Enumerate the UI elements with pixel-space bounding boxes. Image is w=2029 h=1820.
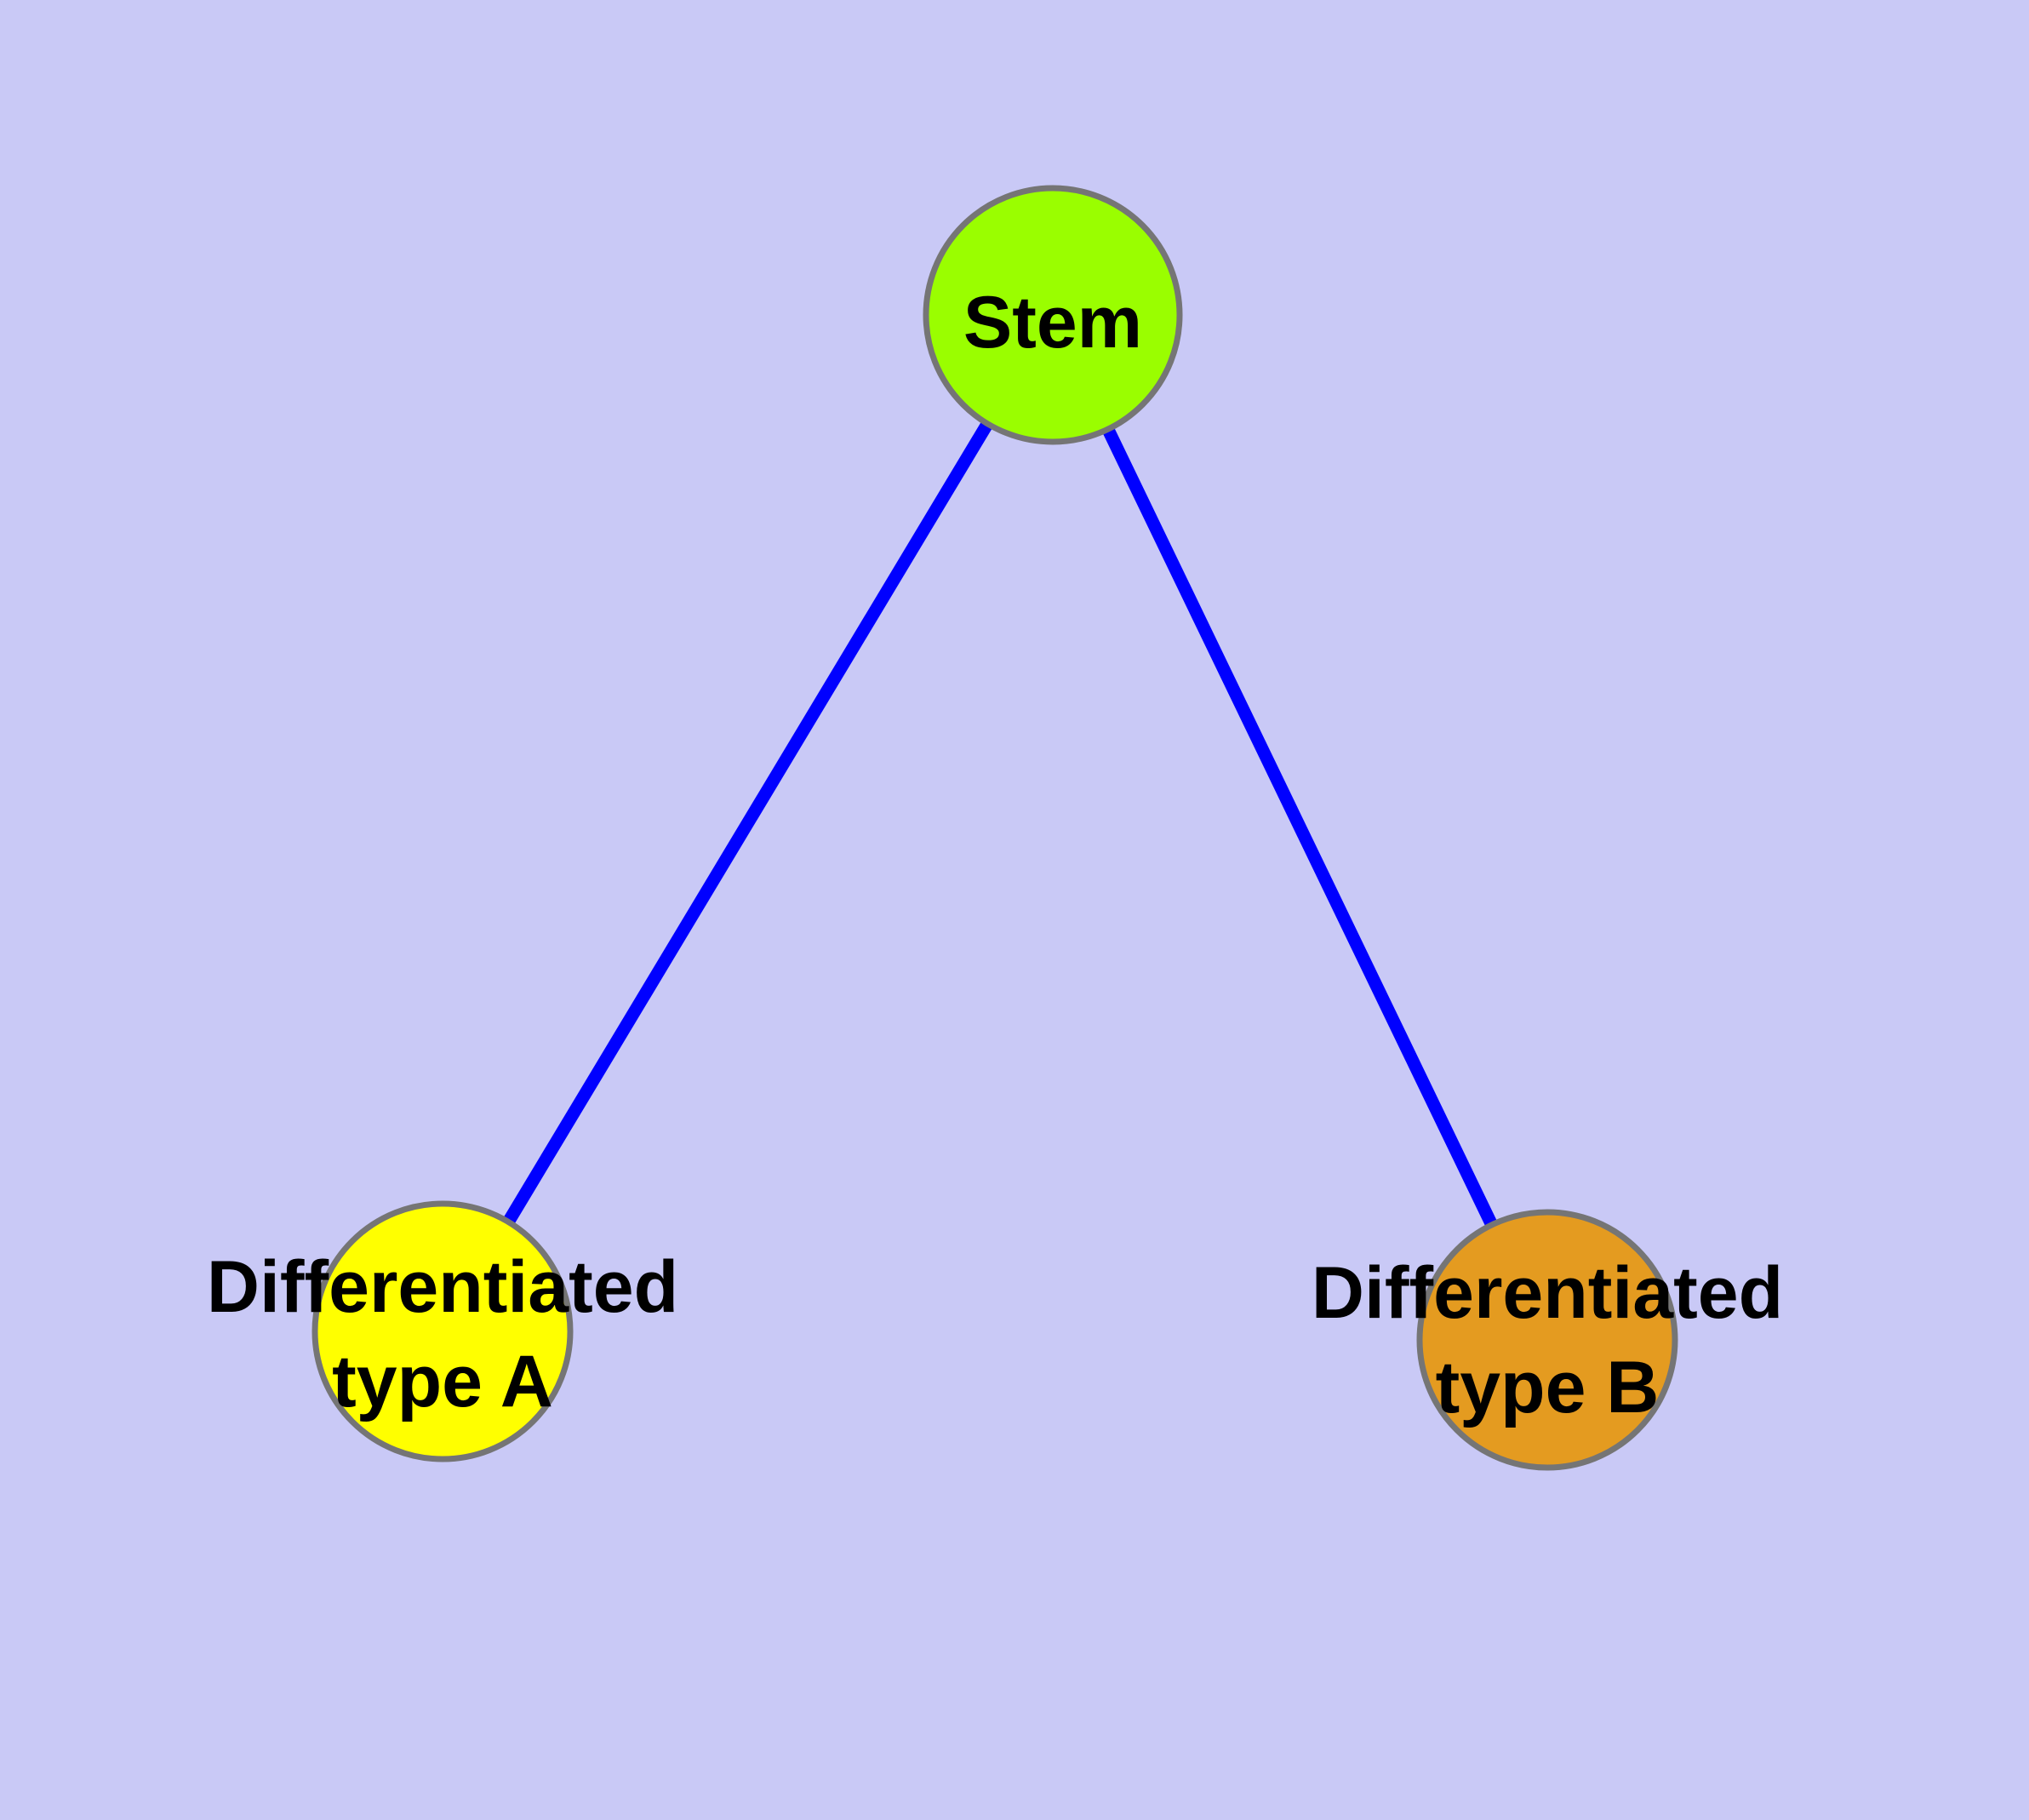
node-stem-circle[interactable]: [923, 185, 1183, 445]
node-differentiated-type-a-circle[interactable]: [311, 1200, 574, 1462]
node-differentiated-type-a: Differentiated type A: [207, 1200, 678, 1462]
edge-stem-to-type-b: [1047, 312, 1553, 1343]
edge-stem-to-type-a: [437, 312, 1059, 1335]
node-stem: Stem: [923, 185, 1183, 445]
node-differentiated-type-a-label-line2: type A: [332, 1341, 553, 1422]
node-stem-label: Stem: [963, 282, 1142, 363]
node-differentiated-type-a-label-line1: Differentiated: [207, 1246, 678, 1328]
node-differentiated-type-b-label-line2: type B: [1436, 1347, 1660, 1428]
edge-layer: [437, 312, 1553, 1343]
node-differentiated-type-b: Differentiated type B: [1312, 1209, 1783, 1471]
node-differentiated-type-b-label-line1: Differentiated: [1312, 1252, 1783, 1334]
node-differentiated-type-b-circle[interactable]: [1416, 1209, 1678, 1471]
